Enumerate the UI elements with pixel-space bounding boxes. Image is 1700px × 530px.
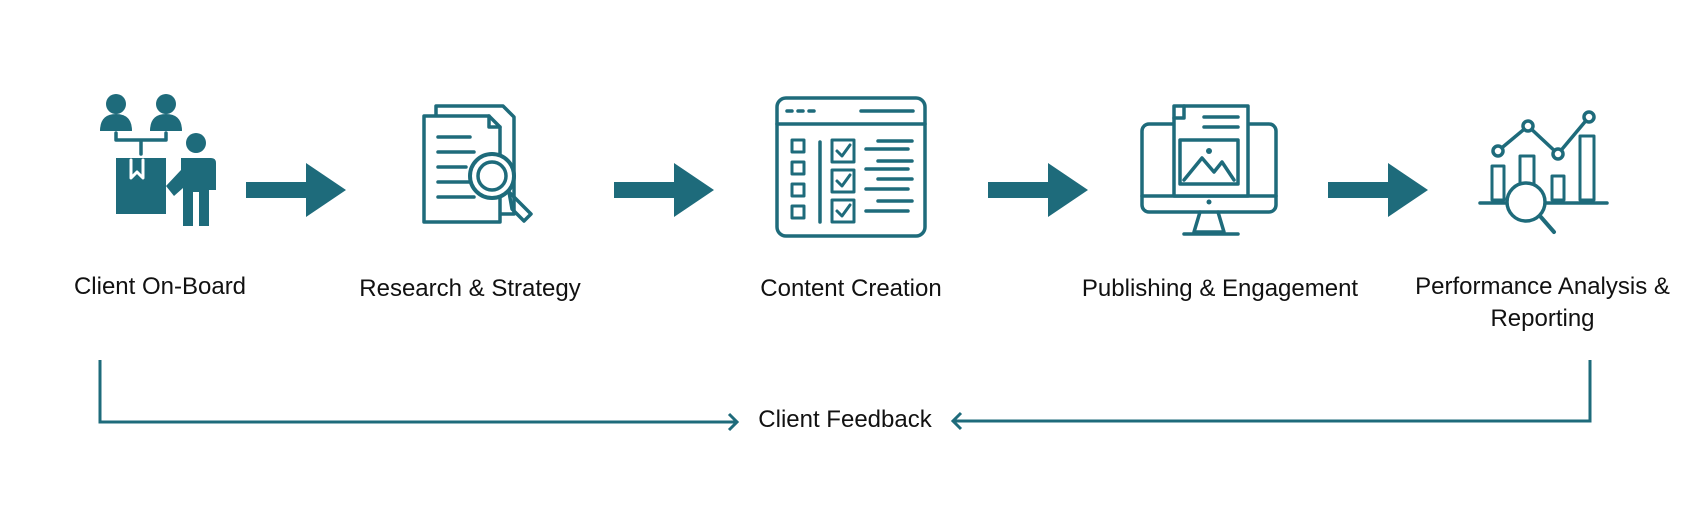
document-search-icon xyxy=(422,104,533,224)
feedback-arrowhead-right xyxy=(950,411,963,431)
client-onboard-icon xyxy=(100,94,216,226)
flow-arrow-2 xyxy=(614,163,714,217)
step-label-research-strategy: Research & Strategy xyxy=(359,275,581,302)
flow-arrow-3 xyxy=(988,163,1088,217)
checklist-window-icon xyxy=(775,96,927,238)
analytics-search-icon xyxy=(1478,110,1609,234)
feedback-line-left xyxy=(98,360,736,424)
monitor-publish-icon xyxy=(1140,104,1278,236)
step-label-content-creation: Content Creation xyxy=(760,275,942,302)
feedback-loop xyxy=(98,360,1592,432)
feedback-label: Client Feedback xyxy=(758,406,932,433)
feedback-arrowhead-left xyxy=(727,412,740,432)
feedback-line-right xyxy=(954,360,1592,423)
flow-arrow-1 xyxy=(246,163,346,217)
step-label-performance-analysis: Performance Analysis & Reporting xyxy=(1415,273,1670,332)
step-label-publishing-engagement: Publishing & Engagement xyxy=(1081,275,1359,302)
step-label-client-onboard: Client On-Board xyxy=(73,273,247,300)
flow-arrow-4 xyxy=(1328,163,1428,217)
